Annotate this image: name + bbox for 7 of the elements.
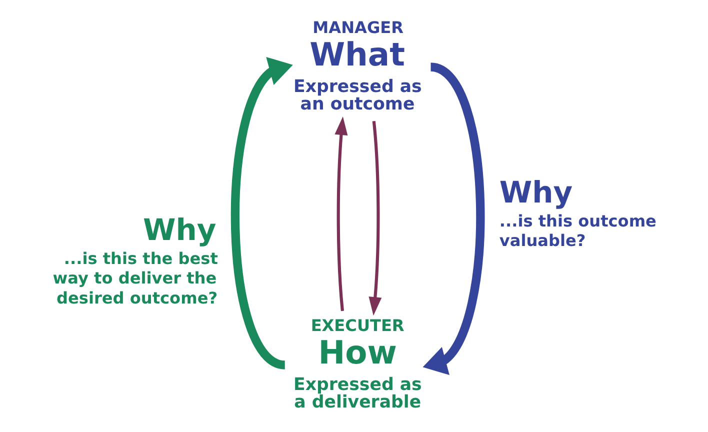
edge-label: Why ...is this the best way to deliver the desired outcome? — [52, 212, 218, 308]
edge-label: Why ...is this outcome valuable? — [499, 174, 656, 250]
arrow — [368, 120, 382, 316]
arrow — [334, 116, 348, 312]
arrow — [231, 56, 293, 370]
node-text: MANAGER What Expressed as an outcome — [294, 18, 422, 114]
node-text: EXECUTER How Expressed as a deliverable — [294, 316, 422, 412]
